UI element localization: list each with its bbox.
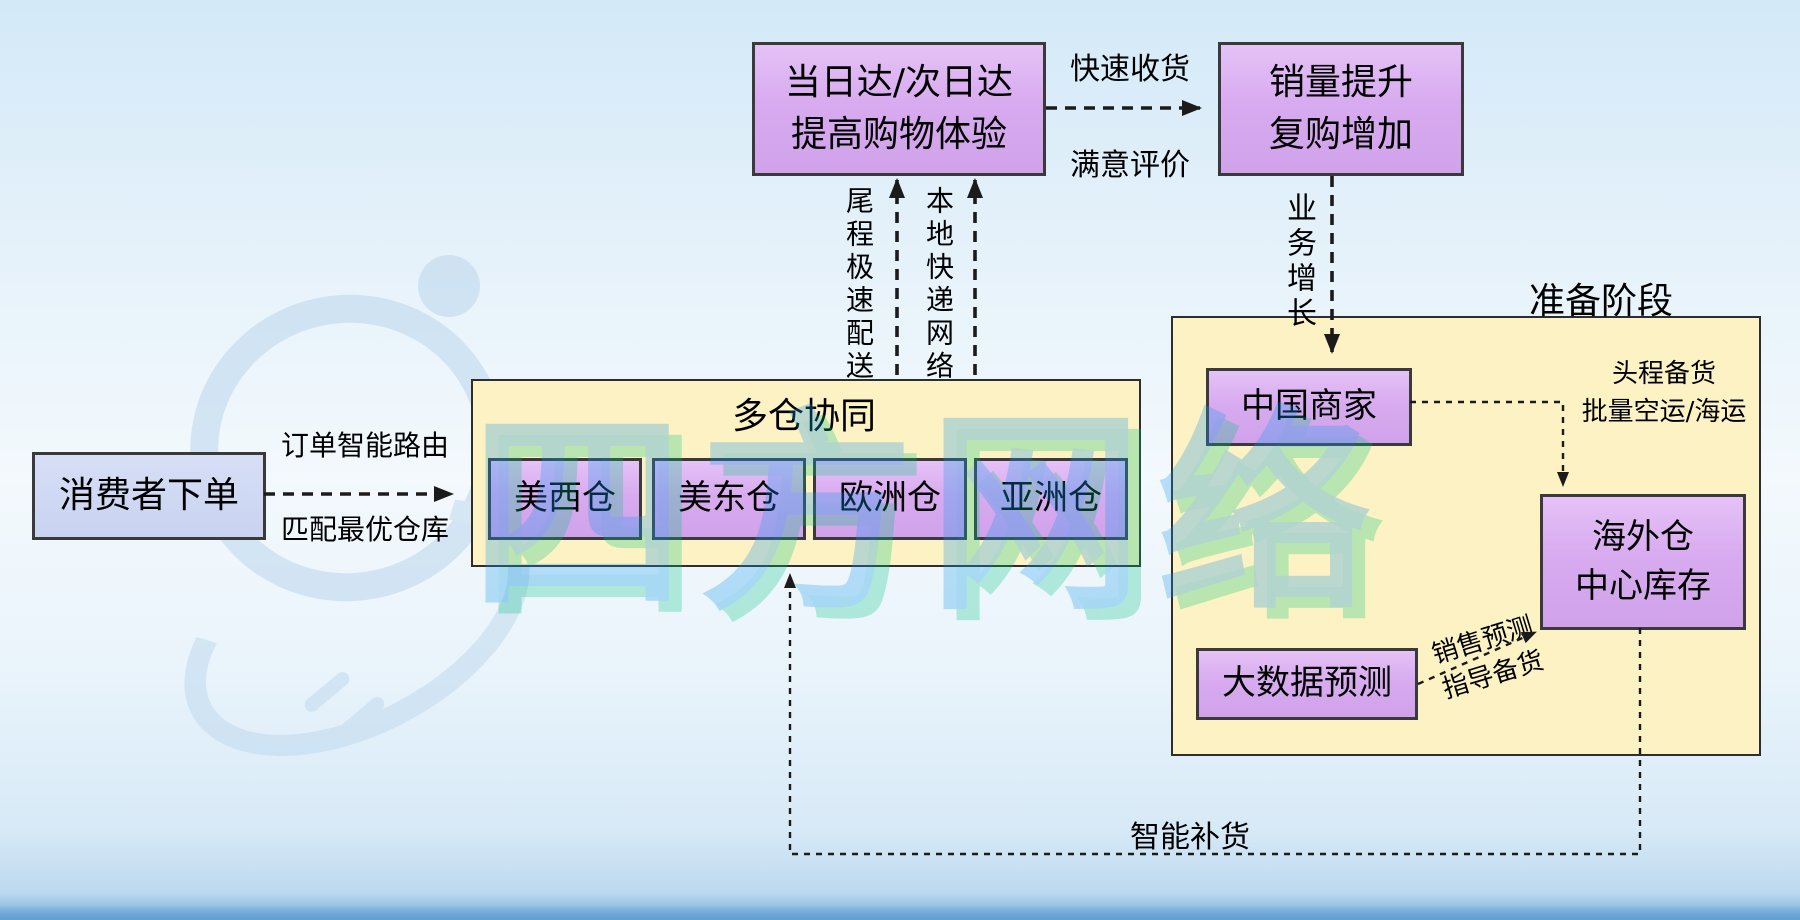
warehouse-label: 美西仓 [514, 478, 616, 519]
logo-speedline-icon [301, 669, 353, 715]
node-bigdata-label: 大数据预测 [1222, 663, 1392, 704]
node-overseas-line1: 海外仓 [1592, 516, 1694, 557]
edge-label-first-leg-line2: 批量空运/海运 [1581, 396, 1747, 427]
node-bigdata-forecast: 大数据预测 [1196, 648, 1418, 720]
edge-label-local-network: 本地快递网络 [922, 186, 955, 384]
multiwarehouse-title: 多仓协同 [731, 396, 876, 437]
node-warehouse-us-east: 美东仓 [652, 458, 806, 540]
edge-label-smart-replenish: 智能补货 [1130, 820, 1250, 855]
edge-label-last-mile: 尾程极速配送 [842, 186, 875, 384]
node-sales-line1: 销量提升 [1268, 61, 1413, 103]
node-sales-line2: 复购增加 [1268, 114, 1413, 155]
edge-label-match-warehouse: 匹配最优仓库 [280, 513, 449, 546]
edge-label-first-leg: 头程备货 批量空运/海运 [1566, 356, 1762, 431]
node-delivery: 当日达/次日达 提高购物体验 [752, 42, 1046, 176]
bottom-gradient-strip [0, 904, 1800, 920]
warehouse-label: 美东仓 [678, 478, 780, 519]
edge-label-first-leg-line1: 头程备货 [1611, 359, 1716, 389]
node-sales: 销量提升 复购增加 [1218, 42, 1464, 176]
warehouse-label: 欧洲仓 [839, 478, 941, 519]
node-delivery-line2: 提高购物体验 [790, 114, 1007, 155]
node-overseas-warehouse: 海外仓 中心库存 [1540, 494, 1746, 630]
warehouse-label: 亚洲仓 [1000, 478, 1102, 519]
edge-label-fast-receipt: 快速收货 [1070, 52, 1190, 87]
edge-label-satisfaction: 满意评价 [1070, 148, 1190, 183]
logo-speedline-icon [336, 694, 388, 740]
node-overseas-line2: 中心库存 [1575, 566, 1711, 606]
edge-label-order-routing: 订单智能路由 [280, 429, 449, 462]
preparation-title: 准备阶段 [1528, 281, 1673, 322]
edge-label-business-growth: 业务增长 [1281, 192, 1316, 332]
node-warehouse-asia: 亚洲仓 [974, 458, 1128, 540]
node-warehouse-europe: 欧洲仓 [813, 458, 967, 540]
node-china-merchant: 中国商家 [1206, 368, 1412, 446]
node-warehouse-us-west: 美西仓 [488, 458, 642, 540]
node-consumer-label: 消费者下单 [58, 474, 239, 516]
node-delivery-line1: 当日达/次日达 [784, 61, 1014, 103]
node-consumer: 消费者下单 [32, 452, 266, 540]
node-china-merchant-label: 中国商家 [1241, 386, 1377, 427]
logo-head-icon [418, 255, 480, 317]
